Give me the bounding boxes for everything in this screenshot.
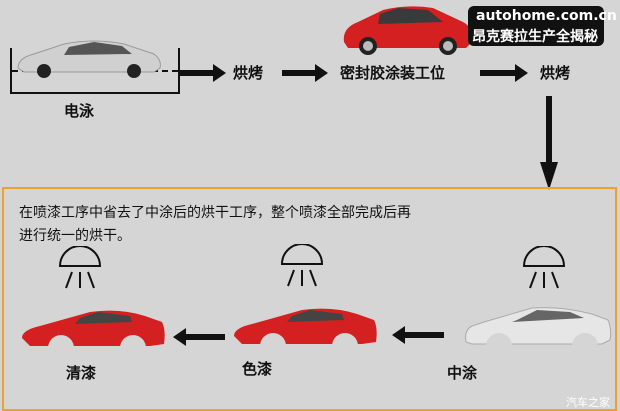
logo-car-icon [343,6,473,55]
step-sealant: 密封胶涂装工位 [340,64,446,82]
watermark: 汽车之家 [566,396,610,409]
arrow-left-icon [392,326,444,344]
step-primer: 中涂 [447,364,478,382]
red-car-basecoat [234,308,377,346]
note-line-2: 进行统一的烘干。 [19,228,131,244]
arrow-right-icon [282,64,328,82]
arrow-down-icon [546,96,552,164]
header-title: 昂克赛拉生产全揭秘 [472,29,598,45]
drying-lamp-icon [522,246,566,289]
header-banner: autohome.com.cn 昂克赛拉生产全揭秘 [468,6,617,46]
step-clearcoat: 清漆 [66,364,97,382]
car-icon [17,40,161,78]
note-line-1: 在喷漆工序中省去了中涂后的烘干工序，整个喷漆全部完成后再 [19,205,411,221]
arrow-left-icon [173,328,225,346]
paint-process-panel [2,187,617,411]
step-electrophoresis: 电泳 [64,102,95,120]
drying-lamp-icon [58,246,102,289]
step-basecoat: 色漆 [242,360,273,378]
step-bake-1: 烘烤 [233,64,264,82]
site-url: autohome.com.cn [476,8,617,24]
arrow-down-head-icon [540,162,558,190]
white-car-primer [465,307,612,346]
red-car-clearcoat [22,310,165,348]
drying-lamp-icon [280,244,324,287]
step-bake-2: 烘烤 [540,64,571,82]
arrow-right-icon [480,64,528,82]
arrow-right-icon [180,64,226,82]
